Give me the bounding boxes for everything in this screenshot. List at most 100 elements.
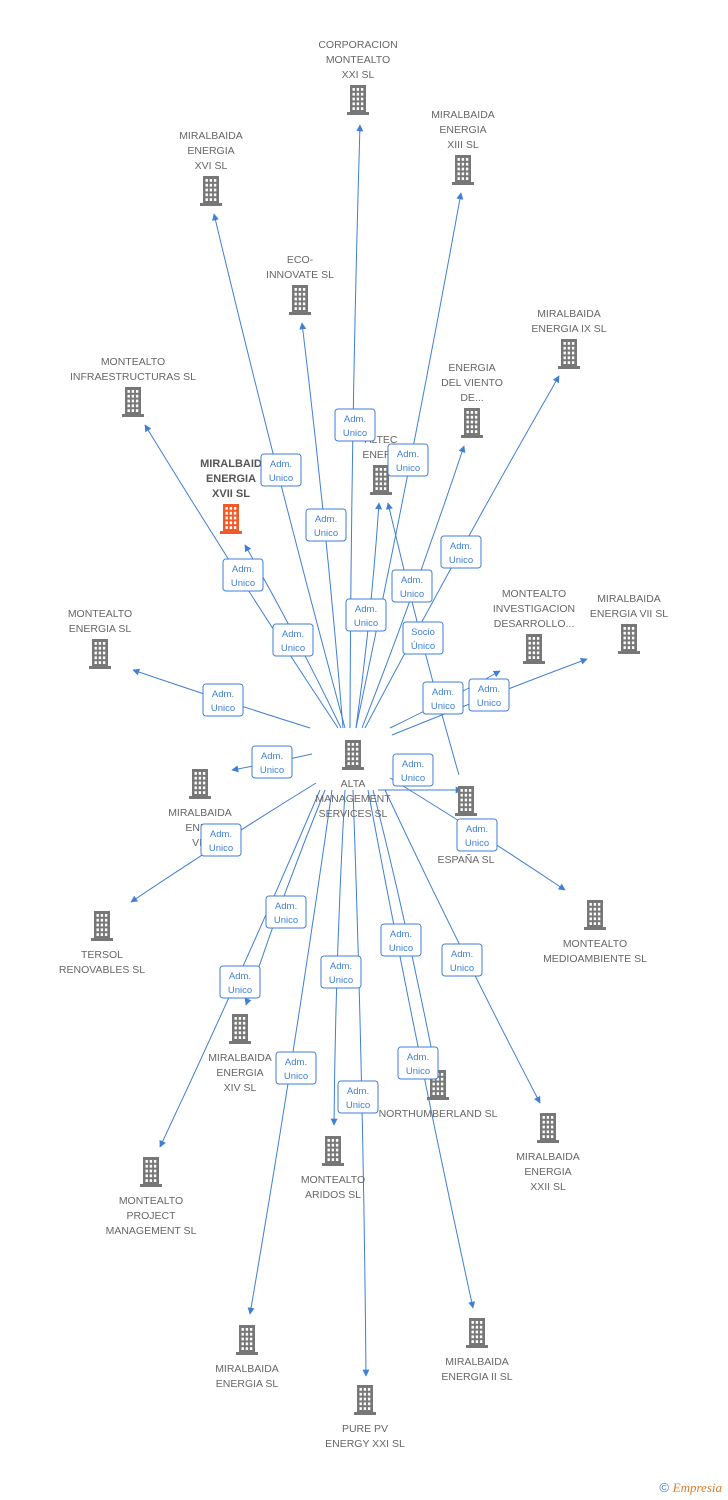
building-icon[interactable] xyxy=(523,634,545,664)
node-label: MEDIOAMBIENTE SL xyxy=(543,953,647,965)
edge-label-alta-to-m14[interactable]: Adm.Unico xyxy=(219,965,261,999)
node-label: MIRALBAIDA xyxy=(215,1363,279,1375)
building-icon[interactable] xyxy=(236,1325,258,1355)
edge-label-alta-to-m7[interactable]: Adm.Unico xyxy=(468,678,510,712)
edge-label-alta-to-m22[interactable]: Adm.Unico xyxy=(441,943,483,977)
edge-label-alta-to-minv[interactable]: Adm.Unico xyxy=(422,681,464,715)
building-icon-highlighted[interactable] xyxy=(220,504,242,534)
building-icon[interactable] xyxy=(584,900,606,930)
building-icon[interactable] xyxy=(461,408,483,438)
node-label: ECO- xyxy=(287,254,314,266)
node-label: MONTEALTO xyxy=(68,608,132,620)
edge-label-text: Unico xyxy=(354,618,378,629)
node-label: ENERGIA II SL xyxy=(441,1371,512,1383)
building-icon[interactable] xyxy=(370,465,392,495)
node-minv[interactable]: MONTEALTOINVESTIGACIONDESARROLLO... xyxy=(493,588,575,664)
building-icon[interactable] xyxy=(342,740,364,770)
node-label: SERVICES SL xyxy=(319,808,388,820)
building-icon[interactable] xyxy=(189,769,211,799)
building-icon[interactable] xyxy=(354,1385,376,1415)
building-icon[interactable] xyxy=(89,639,111,669)
node-label: INFRAESTRUCTURAS SL xyxy=(70,371,196,383)
building-icon[interactable] xyxy=(618,624,640,654)
edge-label-text: Unico xyxy=(477,698,501,709)
building-icon[interactable] xyxy=(537,1113,559,1143)
node-label: XIII SL xyxy=(447,139,479,151)
edge-label-alta-to-menergia[interactable]: Adm.Unico xyxy=(202,683,244,717)
empresia-logo: Empresia xyxy=(672,1480,722,1495)
edge-label-text: Adm. xyxy=(402,759,424,770)
edge-label-box xyxy=(402,621,444,655)
node-label: ENERGIA IX SL xyxy=(531,323,606,335)
edge-label-alta-to-m16[interactable]: Adm.Unico xyxy=(260,453,302,487)
node-m2[interactable]: MIRALBAIDA ENERGIA II SL xyxy=(441,1318,513,1383)
edge-label-text: Unico xyxy=(449,555,473,566)
building-icon[interactable] xyxy=(122,387,144,417)
node-label: XXI SL xyxy=(342,69,375,81)
edge-label-alta-to-marid[interactable]: Adm.Unico xyxy=(320,955,362,989)
edge-label-text: Adm. xyxy=(261,751,283,762)
building-icon[interactable] xyxy=(455,786,477,816)
edge-label-alta-to-mproj[interactable]: Adm.Unico xyxy=(265,895,307,929)
building-icon[interactable] xyxy=(140,1157,162,1187)
building-icon[interactable] xyxy=(452,155,474,185)
edge-label-alta-to-eco[interactable]: Adm.Unico xyxy=(305,508,347,542)
building-icon[interactable] xyxy=(322,1136,344,1166)
node-eco[interactable]: ECO-INNOVATE SL xyxy=(266,254,334,315)
edge-label-alta-to-north[interactable]: Adm.Unico xyxy=(397,1046,439,1080)
node-label: MIRALBAIDA xyxy=(445,1356,509,1368)
building-icon[interactable] xyxy=(91,911,113,941)
node-label: DEL VIENTO xyxy=(441,377,503,389)
edge-label-box xyxy=(305,508,347,542)
node-label: MANAGEMENT xyxy=(315,793,391,805)
building-icon[interactable] xyxy=(466,1318,488,1348)
node-label: ALTA xyxy=(341,778,366,790)
edge-label-alta-to-m17[interactable]: Adm.Unico xyxy=(272,623,314,657)
edge-label-alta-to-edv[interactable]: Adm.Unico xyxy=(391,569,433,603)
building-icon[interactable] xyxy=(200,176,222,206)
edge-label-alta-to-minf[interactable]: Adm.Unico xyxy=(222,558,264,592)
building-icon[interactable] xyxy=(347,85,369,115)
edge-label-alta-to-pure[interactable]: Adm.Unico xyxy=(337,1080,379,1114)
node-label: INVESTIGACION xyxy=(493,603,575,615)
edge-label-box xyxy=(275,1051,317,1085)
edge-label-alta-to-m9[interactable]: Adm.Unico xyxy=(440,535,482,569)
edge-labels-layer: Adm.UnicoAdm.UnicoAdm.UnicoAdm.UnicoAdm.… xyxy=(200,408,510,1114)
footer-brand[interactable]: © Empresia xyxy=(659,1480,722,1496)
edge-label-alta-to-menergia2[interactable]: Adm.Unico xyxy=(275,1051,317,1085)
node-alta[interactable]: ALTA MANAGEMENT SERVICES SL xyxy=(315,740,391,820)
edge-label-text: Unico xyxy=(389,943,413,954)
building-icon[interactable] xyxy=(229,1014,251,1044)
edge-label-alta-to-m13[interactable]: Adm.Unico xyxy=(387,443,429,477)
building-icon[interactable] xyxy=(558,339,580,369)
edge-label-alta-to-m2[interactable]: Adm.Unico xyxy=(380,923,422,957)
edge-label-alta-to-mtec[interactable]: Adm.Unico xyxy=(345,598,387,632)
edge-label-text: Adm. xyxy=(315,514,337,525)
edge-label-alta-to-tersol[interactable]: Adm.Unico xyxy=(200,823,242,857)
edge-label-alta-to-mmed[interactable]: Adm.Unico xyxy=(456,818,498,852)
edge-label-text: Adm. xyxy=(282,629,304,640)
edge-label-alta-to-m8[interactable]: Adm.Unico xyxy=(251,745,293,779)
node-label: RENOVABLES SL xyxy=(59,964,145,976)
building-icon[interactable] xyxy=(289,285,311,315)
edge-label-alta-to-corp[interactable]: Adm.Unico xyxy=(334,408,376,442)
edge-label-alta-to-ka[interactable]: Adm.Unico xyxy=(392,753,434,787)
